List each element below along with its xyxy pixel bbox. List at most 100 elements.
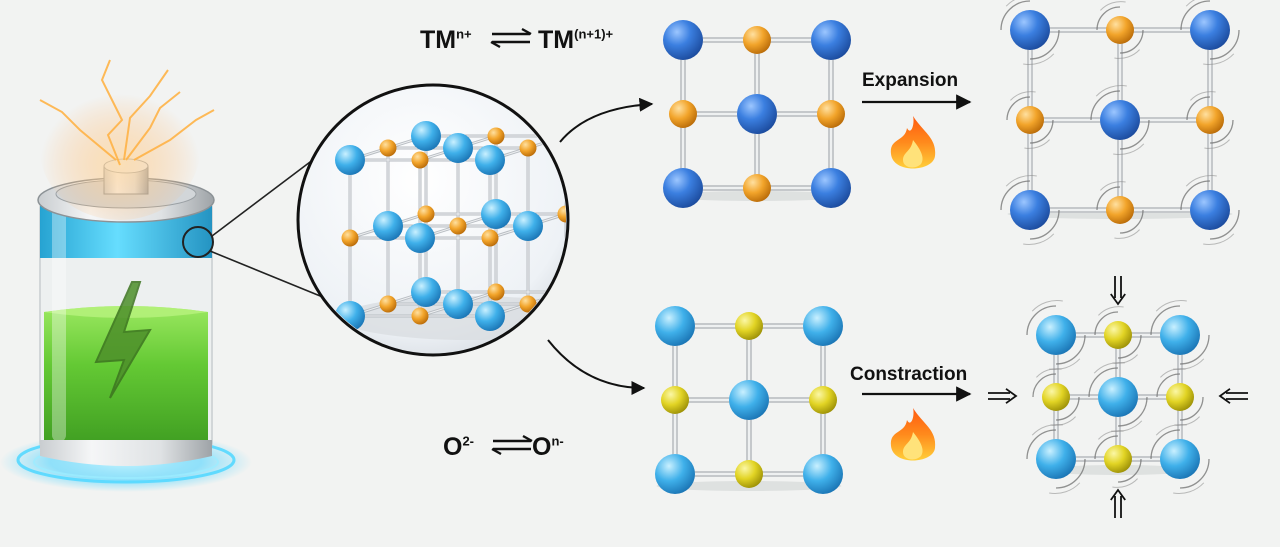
flame-icon [890,116,936,169]
vibration-arc [1155,300,1187,312]
lattice-3d-ion-small [411,307,429,325]
ion-large [1160,315,1200,355]
ion-small [817,100,845,128]
vibration-arc [1010,91,1036,101]
lattice-3d-ion-small [487,283,505,301]
vibration-arc [1155,424,1187,436]
vibration-arc [1026,429,1057,460]
lattice-3d-ion-small [411,151,429,169]
ion-small [1042,383,1070,411]
lattice-3d-ion-small [519,139,537,157]
lattice-3d-ion-large [551,277,566,307]
ion-small [1106,16,1134,44]
vibration-arc [1090,90,1121,121]
battery-icon [0,59,252,492]
lattice-3d-ion-small [417,205,435,223]
lattice-3d-ion-large [475,301,505,331]
vibration-arc [1026,305,1057,336]
vibration-arc [1203,233,1235,245]
vibration-arc [1031,300,1063,312]
vibration-arc [1096,186,1121,211]
vibration-arc [1088,367,1119,398]
ion-small [743,174,771,202]
ion-large [655,306,695,346]
lattice-3d-ion-large [373,211,403,241]
vibration-arc [1180,180,1211,211]
lattice-3d-ion-small [487,127,505,145]
vibration-arc [1093,362,1125,374]
vibration-arc [1190,91,1216,101]
bolt-icon [94,281,152,399]
ion-small [809,386,837,414]
vibration-arc [1029,119,1054,144]
compression-arrows [988,276,1248,518]
vibration-arc [1119,209,1144,234]
vibration-arc [1006,96,1031,121]
vibration-arc [1098,430,1124,440]
vibration-arc [1185,0,1196,7]
vibration-arc [1055,334,1086,365]
vibration-arc [1179,396,1204,421]
vibration-arc [1005,175,1037,187]
vibration-arc [1173,482,1205,494]
tm-lattice-initial [663,20,851,208]
vibration-arc [1095,85,1127,97]
vibration-arc [1113,143,1145,155]
vibration-arc [1094,435,1119,460]
ion-large [1036,315,1076,355]
vibration-arc [1209,119,1234,144]
ion-large [803,306,843,346]
vibration-arc [1203,53,1235,65]
vibration-arc [1150,429,1181,460]
vibration-arc [1117,396,1148,427]
oxygen-redox-label-right: On- [532,433,564,462]
ion-small [1166,383,1194,411]
ion-large [1190,190,1230,230]
ion-large [1010,10,1050,50]
ion-large [811,168,851,208]
lattice-3d-ion-large [513,211,543,241]
vibration-arc [1180,0,1211,31]
lattice-3d-ion-small [557,205,566,223]
ion-large [1190,10,1230,50]
ion-large [811,20,851,60]
vibration-arc [1029,29,1060,60]
spark-glow [40,80,200,220]
tm-redox-label-right: TM(n+1)+ [538,26,613,55]
vibration-arc [1005,0,1016,7]
vibration-arc [1209,29,1240,60]
lattice-3d-ion-large [411,277,441,307]
lightning-icon [39,59,215,166]
tm-left-sup: n+ [456,26,472,42]
flame-icon [890,408,936,461]
ion-small [1104,321,1132,349]
vibration-arc [1032,373,1057,398]
vibration-arc [1114,49,1140,59]
vibration-arc [1185,175,1217,187]
expansion-label: Expansion [862,70,959,91]
lattice-3d-ion-large [443,289,473,319]
ion-large [729,380,769,420]
pointer-arrow-top [559,97,654,143]
zoom-line-bottom [209,250,331,301]
lattice-3d-ion-large [405,223,435,253]
tm-lattice-expanded [1000,0,1240,245]
lattice-3d-ion-large [411,121,441,151]
ion-large [663,20,703,60]
vibration-arc [1098,306,1124,316]
vibration-arc [1179,458,1210,489]
magnifier-lens-icon [182,226,214,258]
vibration-arc [1000,180,1031,211]
vibration-arc [1186,96,1211,121]
flame-core [903,432,923,460]
oxygen-lattice-initial [655,306,843,494]
ion-large [1098,377,1138,417]
ion-small [1104,445,1132,473]
vibration-arc [1094,311,1119,336]
ion-small [1196,106,1224,134]
vibration-arc [1119,29,1144,54]
vibration-arc [1100,181,1126,191]
ion-large [1160,439,1200,479]
vibration-arc [1179,334,1210,365]
